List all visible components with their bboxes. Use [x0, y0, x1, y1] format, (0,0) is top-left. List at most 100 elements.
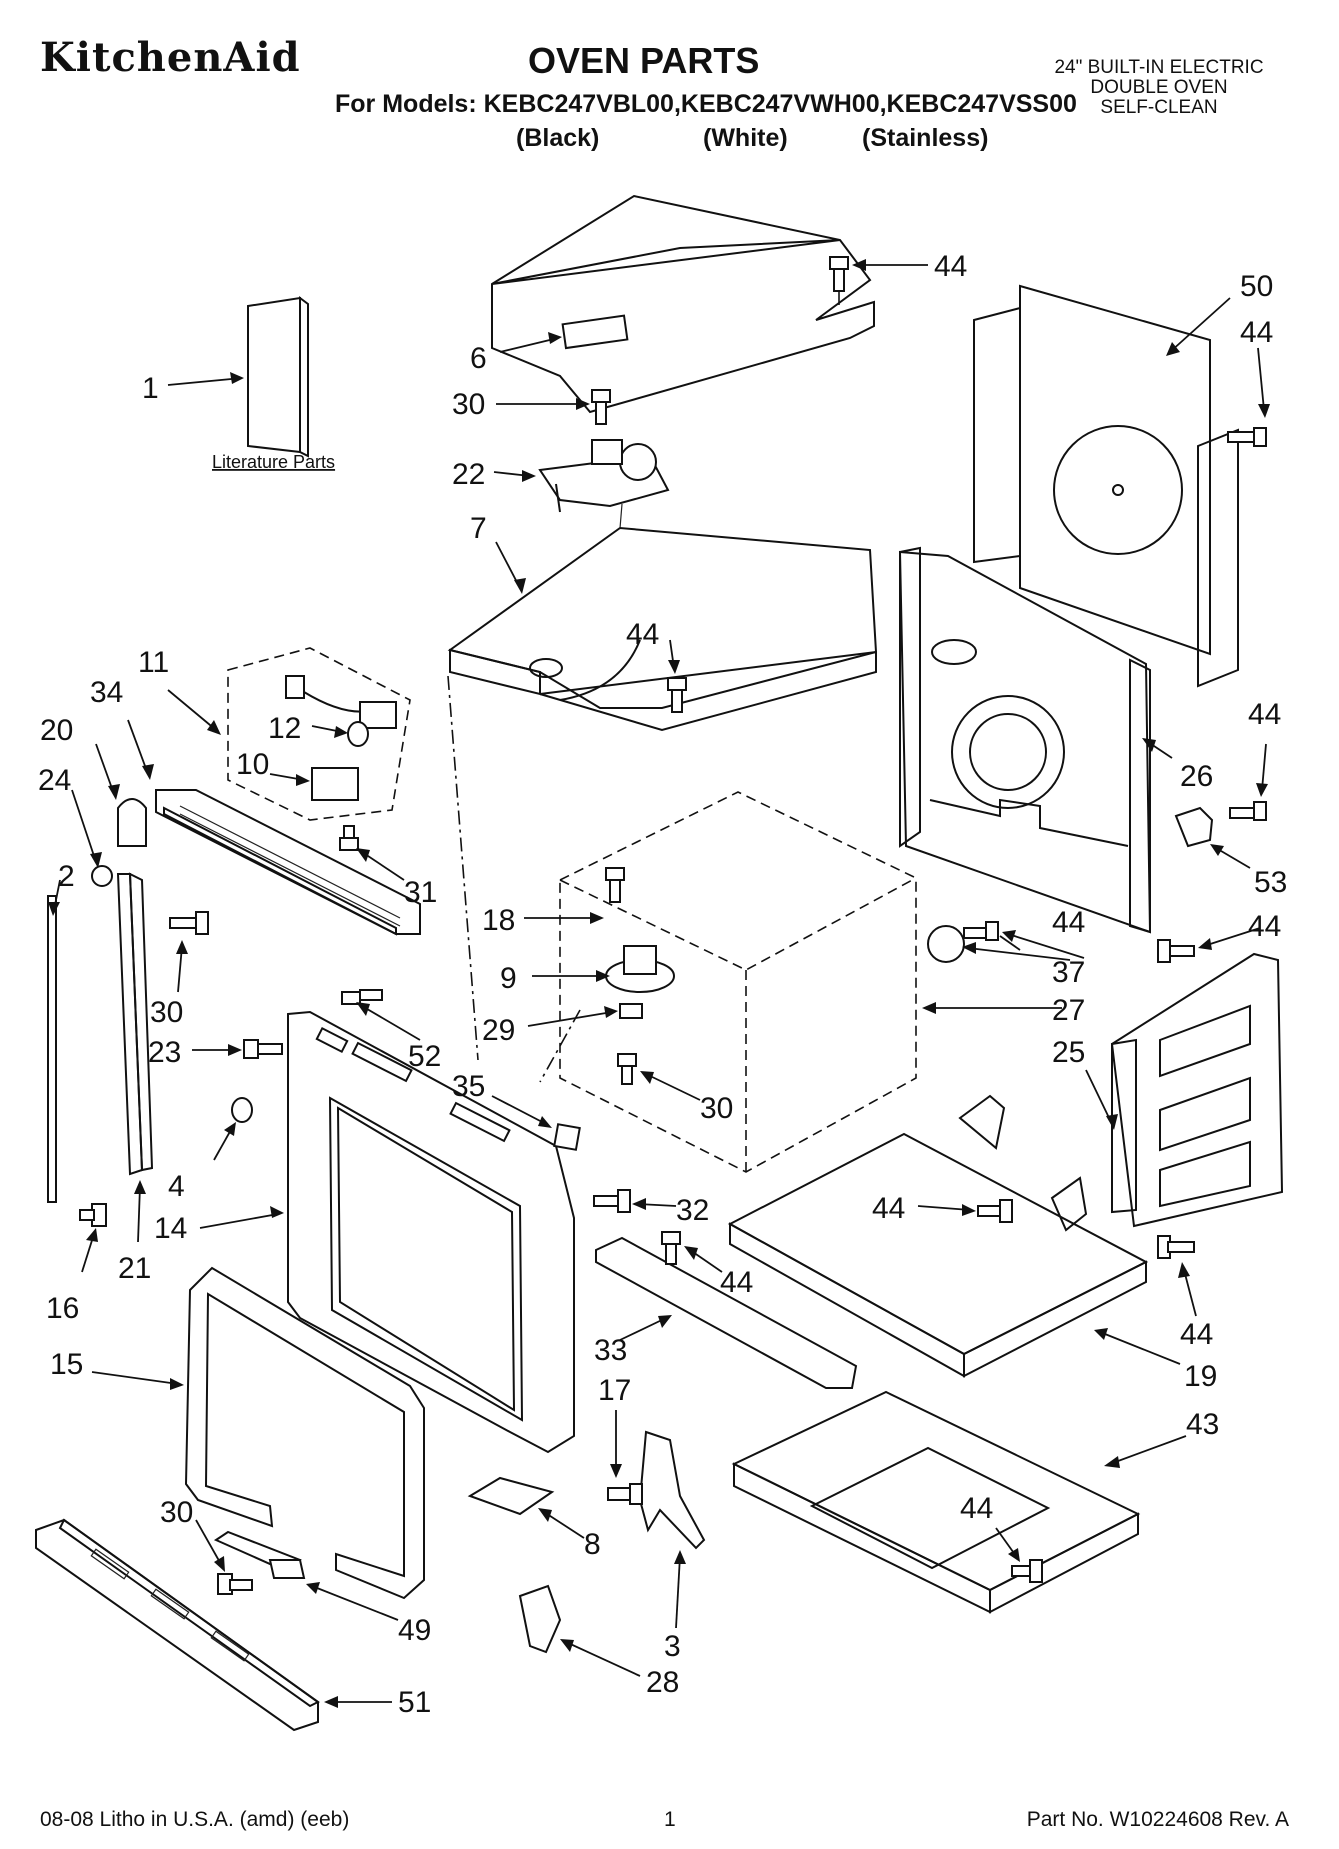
- callout-24: 24: [38, 764, 71, 797]
- callout-44i: 44: [1180, 1318, 1213, 1351]
- callout-8: 8: [584, 1528, 601, 1561]
- part-front-frame: [199, 1010, 575, 1454]
- callout-32: 32: [676, 1194, 709, 1227]
- part-element-29: [527, 1003, 643, 1027]
- callout-51: 51: [398, 1686, 431, 1719]
- callout-52: 52: [408, 1040, 441, 1073]
- callout-15: 15: [50, 1348, 83, 1381]
- part-bottom-panel-19: [727, 1094, 1181, 1378]
- part-door-gasket-assy: [47, 789, 154, 1243]
- screw-52: [341, 989, 421, 1041]
- screw-23: [192, 1039, 283, 1059]
- part-blower-9: [532, 945, 675, 993]
- callout-16: 16: [46, 1292, 79, 1325]
- screw-44-toe: [661, 1231, 723, 1273]
- part-oven-top-panel: [447, 526, 878, 732]
- footer-litho: 08-08 Litho in U.S.A. (amd) (eeb): [40, 1808, 350, 1831]
- callout-43: 43: [1186, 1408, 1219, 1441]
- part-rear-frame: [898, 546, 1173, 934]
- screw-18: [524, 867, 625, 924]
- callout-50: 50: [1240, 270, 1273, 303]
- callout-30a: 30: [452, 388, 485, 421]
- callout-20: 20: [40, 714, 73, 747]
- callout-10: 10: [236, 748, 269, 781]
- callout-29: 29: [482, 1014, 515, 1047]
- callout-34: 34: [90, 676, 123, 709]
- callout-30b: 30: [150, 996, 183, 1029]
- screw-30-top: [496, 389, 611, 425]
- callout-53: 53: [1254, 866, 1287, 899]
- variant-black: (Black): [516, 124, 600, 152]
- callout-11: 11: [138, 646, 169, 679]
- callout-44d: 44: [1248, 698, 1281, 731]
- part-door-gasket-15: [91, 1266, 425, 1600]
- callout-31: 31: [404, 876, 437, 909]
- appliance-line-3: SELF-CLEAN: [1100, 97, 1218, 118]
- part-literature: [167, 296, 309, 458]
- callout-23: 23: [148, 1036, 181, 1069]
- screw-44-bottom-panel: [917, 1199, 1013, 1223]
- callout-30c: 30: [700, 1092, 733, 1125]
- part-nut-35: [491, 1095, 581, 1151]
- callout-27: 27: [1052, 994, 1085, 1027]
- part-hinge-bracket-3: [607, 1410, 706, 1629]
- callout-18: 18: [482, 904, 515, 937]
- part-bracket-49: [195, 1519, 399, 1621]
- footer-part-number: Part No. W10224608 Rev. A: [1026, 1808, 1289, 1831]
- appliance-description: 24" BUILT-IN ELECTRIC DOUBLE OVEN SELF-C…: [1029, 58, 1289, 118]
- callout-44h: 44: [720, 1266, 753, 1299]
- screw-44-right-mid: [1157, 927, 1261, 963]
- brand-logo: KitchenAid: [40, 34, 301, 81]
- screw-44-center: [667, 639, 687, 713]
- callout-14: 14: [154, 1212, 187, 1245]
- part-latch-assembly: [493, 439, 670, 651]
- callout-44b: 44: [626, 618, 659, 651]
- variant-stainless: (Stainless): [862, 124, 989, 152]
- assembly-guide-mid: [539, 1009, 581, 1083]
- part-toe-trim-33: [595, 1236, 858, 1389]
- callout-2: 2: [58, 860, 75, 893]
- part-top-cover: [491, 194, 875, 414]
- variant-white: (White): [703, 124, 788, 152]
- screw-30-cavity: [617, 1053, 701, 1101]
- part-thermal-37: [927, 921, 1085, 963]
- callout-44a: 44: [934, 250, 967, 283]
- part-light-assembly: [167, 647, 411, 821]
- appliance-line-1: 24" BUILT-IN ELECTRIC: [1054, 57, 1264, 78]
- assembly-guide-left: [447, 675, 479, 1061]
- screw-30-left: [169, 911, 209, 993]
- callout-44f: 44: [1248, 910, 1281, 943]
- callout-37: 37: [1052, 956, 1085, 989]
- part-door-vent-51: [35, 1518, 392, 1732]
- part-bracket-53: [1174, 743, 1268, 869]
- page-number: 1: [664, 1808, 676, 1831]
- callout-4: 4: [168, 1170, 185, 1203]
- part-clip-8: [467, 1476, 585, 1539]
- callout-19: 19: [1184, 1360, 1217, 1393]
- callout-44c: 44: [1240, 316, 1273, 349]
- callout-28: 28: [646, 1666, 679, 1699]
- screw-44-rear-top: [1227, 347, 1270, 447]
- screw-44-top: [829, 256, 928, 306]
- part-bumper-4: [213, 1097, 253, 1161]
- callout-9: 9: [500, 962, 517, 995]
- callout-1: 1: [142, 372, 159, 405]
- part-rear-panel: [973, 284, 1239, 688]
- callout-22: 22: [452, 458, 485, 491]
- callout-25: 25: [1052, 1036, 1085, 1069]
- callout-35: 35: [452, 1070, 485, 1103]
- callout-17: 17: [598, 1374, 631, 1407]
- callout-21: 21: [118, 1252, 151, 1285]
- screw-44-side-bottom: [1157, 1235, 1197, 1317]
- part-side-panel: [1085, 952, 1284, 1228]
- callout-labels: 1 6 44 30 22 7 44 50 44 44 26 53 44 44 3…: [38, 250, 1287, 1719]
- models-line: For Models: KEBC247VBL00,KEBC247VWH00,KE…: [335, 90, 1077, 118]
- screw-44-tray: [995, 1527, 1043, 1583]
- page-title: OVEN PARTS: [528, 40, 760, 81]
- appliance-line-2: DOUBLE OVEN: [1090, 77, 1228, 98]
- screw-32: [593, 1189, 677, 1213]
- screw-31: [339, 825, 405, 881]
- part-vent-trim: [127, 719, 421, 936]
- part-end-cap-20: [95, 743, 147, 847]
